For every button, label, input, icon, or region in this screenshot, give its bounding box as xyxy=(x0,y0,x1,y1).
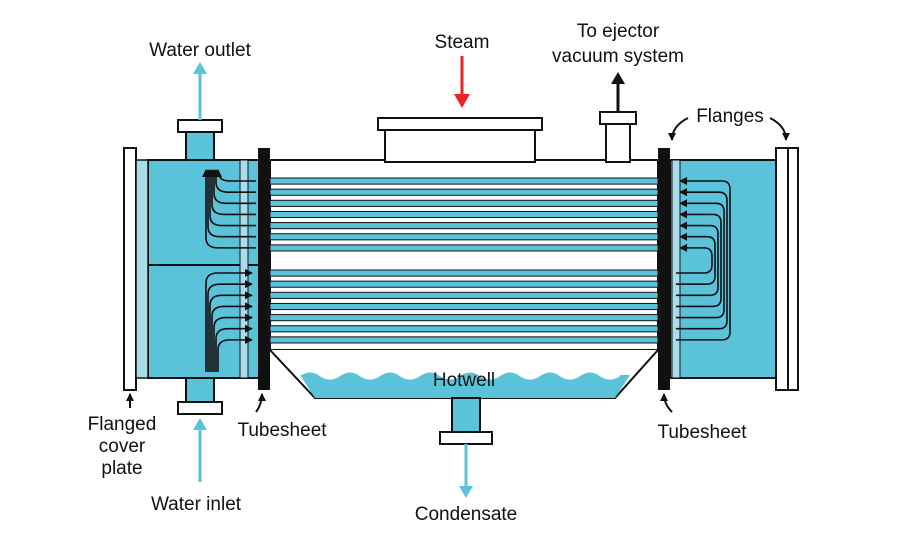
tube xyxy=(269,222,659,230)
tube xyxy=(269,314,659,322)
steam-arrow xyxy=(454,56,470,108)
flow-arrow-return xyxy=(676,188,728,330)
condensate-nozzle xyxy=(439,397,493,445)
tubesheet-right-pointer xyxy=(660,393,673,413)
tube xyxy=(269,325,659,333)
flow-arrow-inlet xyxy=(211,302,253,372)
ejector-arrow xyxy=(611,72,625,112)
flow-arrow-inlet xyxy=(217,335,253,372)
tube xyxy=(269,188,659,196)
tube xyxy=(269,233,659,241)
steam-inlet-dome xyxy=(377,117,543,163)
flow-arrow-return xyxy=(676,177,731,341)
tube xyxy=(269,302,659,311)
flow-arrow-inlet xyxy=(205,269,253,372)
flow-arrow-return xyxy=(676,243,713,274)
label-flanged-line3: plate xyxy=(101,458,142,479)
tube xyxy=(269,280,659,288)
water-outlet-nozzle xyxy=(177,119,223,161)
label-flanges: Flanges xyxy=(696,106,764,127)
flow-arrow-inlet xyxy=(209,291,253,372)
right-water-box xyxy=(669,147,799,391)
flanged-cover-plate xyxy=(123,147,149,391)
ejector-nozzle xyxy=(599,111,637,163)
label-water-outlet: Water outlet xyxy=(149,40,251,61)
water-flow-arrows xyxy=(202,169,731,372)
label-flanged-line1: Flanged xyxy=(88,414,157,435)
label-condensate: Condensate xyxy=(415,504,517,525)
flow-arrow-return xyxy=(676,199,725,319)
tube xyxy=(269,210,659,219)
label-ejector-line2: vacuum system xyxy=(552,46,684,67)
label-flanged-line2: cover xyxy=(99,436,146,457)
flow-arrow-outlet xyxy=(204,169,256,238)
flow-arrow-return xyxy=(676,221,719,297)
label-hotwell: Hotwell xyxy=(433,370,495,391)
water-inlet-arrow xyxy=(193,418,207,482)
flow-arrow-outlet xyxy=(208,169,256,216)
label-tubesheet-right: Tubesheet xyxy=(657,422,747,443)
tube xyxy=(269,244,659,252)
label-steam: Steam xyxy=(435,32,490,53)
flow-arrow-outlet xyxy=(212,169,256,193)
tubesheet-left xyxy=(258,148,270,390)
label-ejector-line1: To ejector xyxy=(577,21,660,42)
tube-bundle xyxy=(269,177,659,344)
flow-arrow-inlet xyxy=(215,324,253,372)
water-outlet-arrow xyxy=(193,62,207,120)
flow-arrow-return xyxy=(676,232,716,285)
tube xyxy=(269,336,659,344)
flanges-pointers xyxy=(668,117,790,141)
tubesheet-left-pointer xyxy=(255,393,266,413)
flow-arrow-outlet xyxy=(202,169,256,249)
flow-arrow-inlet xyxy=(213,313,253,372)
tube xyxy=(269,199,659,207)
condensate-arrow xyxy=(459,444,473,498)
tubesheet-right xyxy=(658,148,670,390)
flow-arrow-outlet xyxy=(210,169,256,205)
label-water-inlet: Water inlet xyxy=(151,494,242,515)
flow-arrow-inlet xyxy=(207,280,253,372)
water-inlet-nozzle xyxy=(177,377,223,415)
flow-arrow-return xyxy=(676,210,722,308)
left-water-box xyxy=(147,159,261,379)
tube xyxy=(269,177,659,185)
label-tubesheet-left: Tubesheet xyxy=(237,420,327,441)
flow-arrow-outlet xyxy=(206,169,256,227)
tube xyxy=(269,291,659,299)
tube xyxy=(269,269,659,277)
